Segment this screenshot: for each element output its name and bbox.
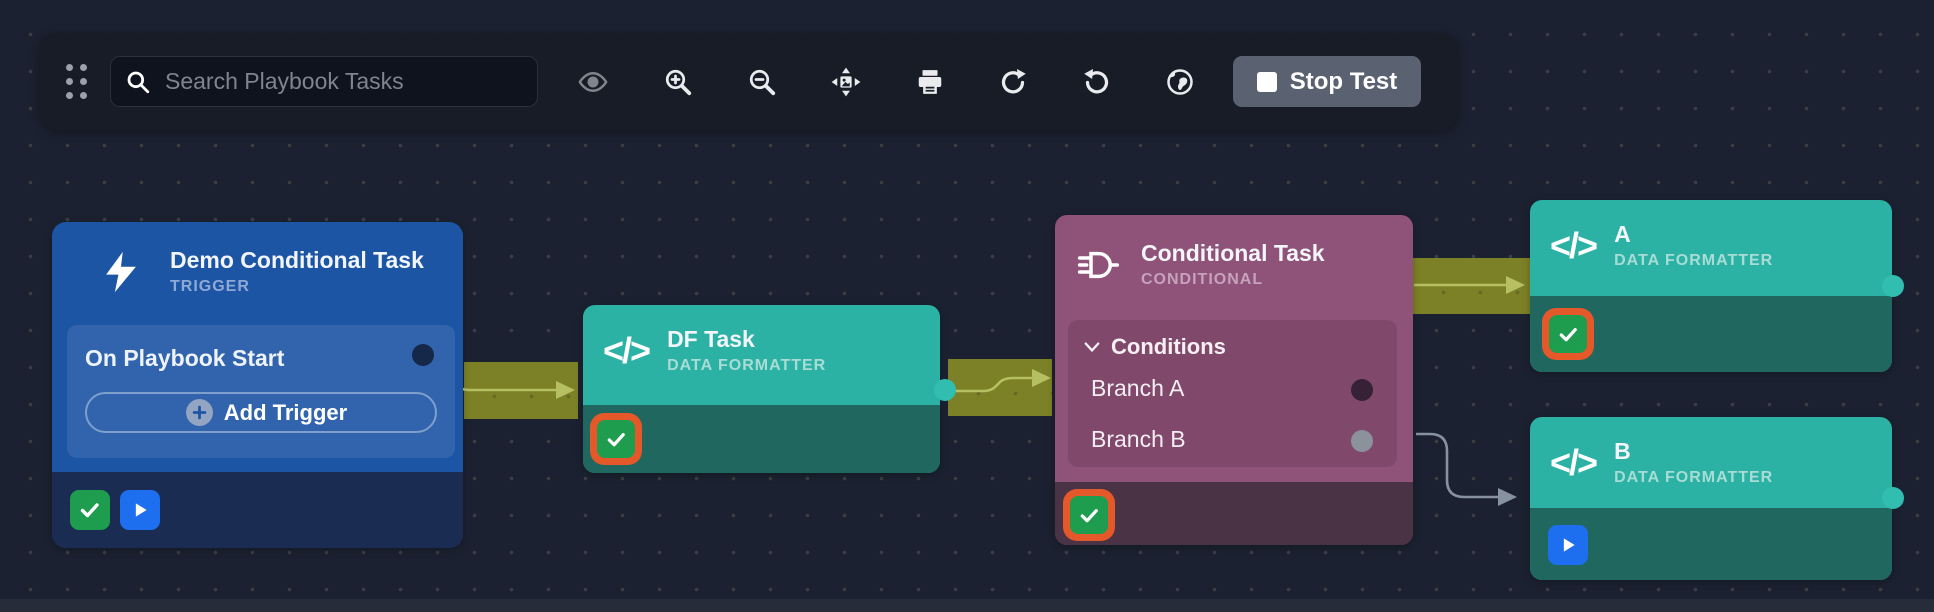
a-output-port[interactable] (1882, 275, 1904, 297)
branch-label: Branch A (1091, 375, 1185, 401)
branch-row-a[interactable]: Branch A (1068, 372, 1397, 408)
lightning-icon (106, 252, 136, 293)
play-icon (135, 503, 147, 517)
stop-test-button[interactable]: Stop Test (1233, 56, 1421, 107)
fit-to-view-icon[interactable] (829, 65, 863, 99)
success-status-badge-highlighted[interactable] (1063, 489, 1115, 541)
node-trigger[interactable]: Demo Conditional Task TRIGGER On Playboo… (52, 222, 463, 548)
branch-b-output-port[interactable] (1351, 430, 1373, 452)
node-type-label: DATA FORMATTER (1614, 252, 1774, 270)
condition-gate-icon (1077, 252, 1119, 279)
undo-icon[interactable] (1080, 65, 1114, 99)
success-status-badge-highlighted[interactable] (1542, 308, 1594, 360)
canvas-toolbar: Stop Test (40, 33, 1458, 130)
trigger-events-panel: On Playbook Start Add Trigger (67, 325, 455, 458)
search-icon (127, 71, 150, 93)
run-badge[interactable] (120, 490, 160, 530)
search-box (110, 56, 538, 107)
node-status-bar (1530, 508, 1892, 580)
success-status-badge-highlighted[interactable] (590, 413, 642, 465)
stop-square-icon (1256, 71, 1277, 92)
b-output-port[interactable] (1882, 487, 1904, 509)
conditions-collapse-toggle[interactable]: Conditions (1084, 334, 1226, 360)
node-a[interactable]: </> A DATA FORMATTER (1530, 200, 1904, 372)
branch-a-output-port[interactable] (1351, 379, 1373, 401)
add-trigger-label: Add Trigger (223, 399, 348, 425)
add-trigger-button[interactable]: Add Trigger (85, 392, 437, 433)
edge-df-to-conditional[interactable] (948, 359, 1052, 416)
redo-icon[interactable] (996, 65, 1030, 99)
trigger-event-label: On Playbook Start (85, 345, 285, 371)
run-badge[interactable] (1548, 525, 1588, 565)
conditions-section-label: Conditions (1111, 334, 1226, 359)
globe-icon[interactable] (1163, 65, 1197, 99)
zoom-in-icon[interactable] (661, 65, 695, 99)
node-title: DF Task (667, 326, 755, 352)
node-type-label: CONDITIONAL (1141, 271, 1264, 289)
branch-label: Branch B (1091, 426, 1186, 452)
code-icon: </> (1550, 225, 1598, 267)
node-df-task[interactable]: </> DF Task DATA FORMATTER (583, 305, 956, 473)
node-status-bar (1530, 296, 1892, 372)
visibility-icon[interactable] (576, 65, 610, 99)
check-icon (80, 503, 99, 518)
chevron-down-icon (1084, 342, 1100, 353)
edge-line-branchb-to-b[interactable] (1416, 432, 1517, 506)
branch-row-b[interactable]: Branch B (1068, 423, 1397, 459)
node-conditional[interactable]: Conditional Task CONDITIONAL Conditions … (1055, 215, 1413, 545)
df-output-port[interactable] (934, 379, 956, 401)
node-title: Conditional Task (1141, 240, 1325, 266)
check-icon (1559, 327, 1577, 341)
plus-icon (185, 399, 213, 426)
node-type-label: TRIGGER (170, 278, 250, 296)
conditions-panel: Conditions Branch A Branch B (1068, 320, 1397, 467)
success-status-badge[interactable] (70, 490, 110, 530)
play-icon (1563, 538, 1575, 552)
print-icon[interactable] (913, 65, 947, 99)
toolbar-drag-handle-icon[interactable] (66, 64, 87, 99)
code-icon: </> (1550, 442, 1598, 484)
node-status-bar (583, 405, 940, 473)
node-b[interactable]: </> B DATA FORMATTER (1530, 417, 1904, 580)
node-status-bar (1055, 482, 1413, 545)
check-icon (607, 432, 625, 446)
code-icon: </> (603, 330, 651, 372)
check-icon (1080, 508, 1098, 522)
bottom-panel-edge (0, 599, 1934, 612)
node-title: Demo Conditional Task (170, 247, 424, 273)
node-type-label: DATA FORMATTER (1614, 469, 1774, 487)
node-title: A (1614, 221, 1631, 247)
node-title: B (1614, 438, 1631, 464)
edge-line-df-to-conditional[interactable] (946, 369, 1051, 393)
edge-line-conditional-to-a[interactable] (1414, 276, 1525, 294)
node-status-bar (52, 472, 463, 548)
stop-test-label: Stop Test (1289, 67, 1398, 95)
trigger-output-port[interactable] (412, 344, 434, 366)
zoom-out-icon[interactable] (745, 65, 779, 99)
search-input[interactable] (163, 67, 523, 96)
node-type-label: DATA FORMATTER (667, 357, 827, 375)
